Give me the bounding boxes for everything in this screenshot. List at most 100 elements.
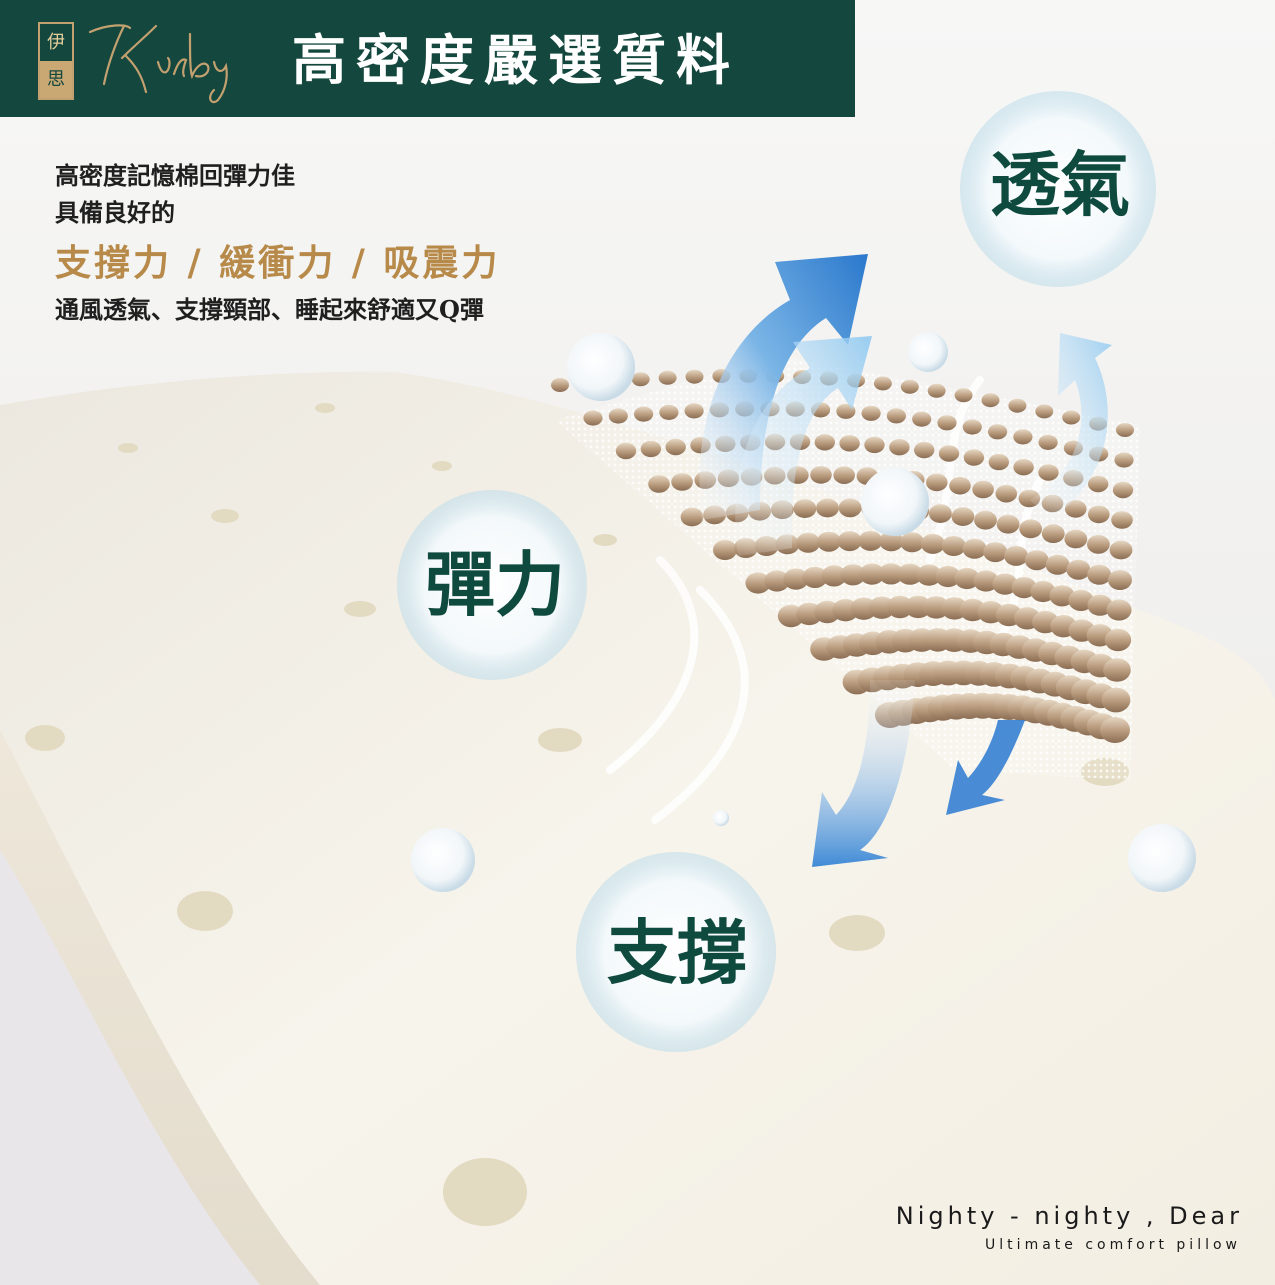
foam-bead <box>608 408 628 424</box>
foam-bead <box>810 466 832 484</box>
foam-bead <box>938 445 960 462</box>
foam-bead <box>912 411 932 427</box>
foam-bead <box>1101 687 1131 713</box>
foam-bead <box>1111 511 1133 529</box>
foam-bead <box>1011 577 1037 599</box>
foam-bead <box>962 538 987 559</box>
foam-bead <box>821 565 847 587</box>
brand-script-logo <box>88 24 228 104</box>
foam-bead <box>972 480 994 499</box>
foam-bead <box>796 532 821 553</box>
foam-bead <box>783 568 809 590</box>
foam-bead <box>1035 404 1054 419</box>
foam-bead <box>886 595 914 619</box>
foam-bead <box>1068 589 1094 612</box>
intro-line-3: 通風透氣、支撐頸部、睡起來舒適又Q彈 <box>55 295 484 324</box>
foam-bead <box>1106 599 1132 621</box>
foam-bead <box>916 564 942 586</box>
foam-bead <box>1064 500 1087 518</box>
foam-bead <box>988 453 1009 471</box>
foam-bead <box>764 570 790 592</box>
foam-bead <box>1008 398 1027 413</box>
foam-bead <box>886 408 907 424</box>
header-banner: 伊 思 高密度嚴選質料 <box>0 0 855 117</box>
foam-bead <box>900 532 925 553</box>
foam-bead <box>1088 475 1109 493</box>
foam-bead <box>949 476 971 495</box>
foam-bead <box>954 388 973 403</box>
foam-bead <box>583 410 603 426</box>
foam-bead <box>837 531 862 552</box>
foam-bead <box>926 473 948 492</box>
foam-bead <box>634 406 654 422</box>
foam-bead <box>1112 481 1134 499</box>
intro-highlight: 支撐力 / 緩衝力 / 吸震力 <box>55 242 501 284</box>
foam-bead <box>920 533 945 554</box>
foam-bead <box>1038 464 1059 481</box>
foam-bead <box>793 499 817 518</box>
foam-holes <box>25 403 1129 1226</box>
foam-bead <box>889 439 910 456</box>
foam-bead <box>1041 524 1065 544</box>
foam-bead <box>1108 570 1132 590</box>
foam-bead <box>1109 540 1133 560</box>
foam-bead <box>833 466 855 485</box>
foam-bead <box>1049 585 1075 607</box>
foam-bead <box>1013 429 1033 445</box>
foam-bead <box>962 419 982 435</box>
brand-seal-char-top: 伊 <box>47 32 65 53</box>
foam-bead <box>951 507 975 526</box>
foam-bead <box>684 403 704 419</box>
intro-line-2: 具備良好的 <box>55 198 175 227</box>
brand-seal: 伊 思 <box>38 22 74 100</box>
foam-bead <box>900 379 919 394</box>
foam-bead <box>973 570 999 592</box>
foam-bead <box>1004 545 1029 566</box>
footer-tagline: Nighty - nighty , Dear <box>895 1202 1243 1230</box>
foam-bead <box>615 442 637 460</box>
support-bubble-label: 支撐 <box>607 911 747 994</box>
foam-bead <box>1116 423 1134 437</box>
foam-bead <box>1087 535 1110 554</box>
foam-bead <box>974 510 997 530</box>
foam-bead <box>745 572 771 594</box>
foam-bead <box>954 567 980 590</box>
foam-bead <box>1024 550 1049 571</box>
foam-bead <box>1088 505 1110 524</box>
foam-bead <box>858 530 883 551</box>
foam-bead <box>935 565 961 588</box>
foam-bead <box>963 449 985 466</box>
foam-bead <box>1087 564 1112 585</box>
foam-bead <box>1087 594 1113 616</box>
foam-bead <box>859 563 885 585</box>
foam-bead <box>992 573 1018 595</box>
foam-bead <box>914 441 935 459</box>
foam-bead <box>685 369 704 384</box>
foam-bead <box>838 498 862 518</box>
footer-subtitle: Ultimate comfort pillow <box>985 1237 1241 1253</box>
foam-bead <box>864 436 885 454</box>
foam-bead <box>658 370 677 385</box>
foam-bead <box>941 536 966 556</box>
foam-bead <box>1103 658 1131 682</box>
foam-bead <box>1013 459 1034 476</box>
foam-bead <box>1114 452 1134 468</box>
foam-bead <box>897 563 923 585</box>
foam-bead <box>648 475 670 493</box>
foam-bead <box>995 484 1018 503</box>
foam-bead <box>1066 559 1091 580</box>
foam-bead <box>1104 628 1132 652</box>
foam-bead <box>1019 519 1043 539</box>
foam-bead <box>873 376 892 391</box>
elastic-bubble-label: 彈力 <box>425 543 565 626</box>
foam-bead <box>816 498 839 518</box>
elastic-bubble <box>397 490 587 680</box>
air-bubble <box>960 91 1156 287</box>
foam-bead <box>551 378 569 392</box>
banner-title: 高密度嚴選質料 <box>292 28 740 92</box>
foam-bead <box>671 473 693 491</box>
foam-bead <box>929 504 952 523</box>
floating-bubbles <box>411 332 1196 892</box>
foam-bead <box>878 563 904 585</box>
